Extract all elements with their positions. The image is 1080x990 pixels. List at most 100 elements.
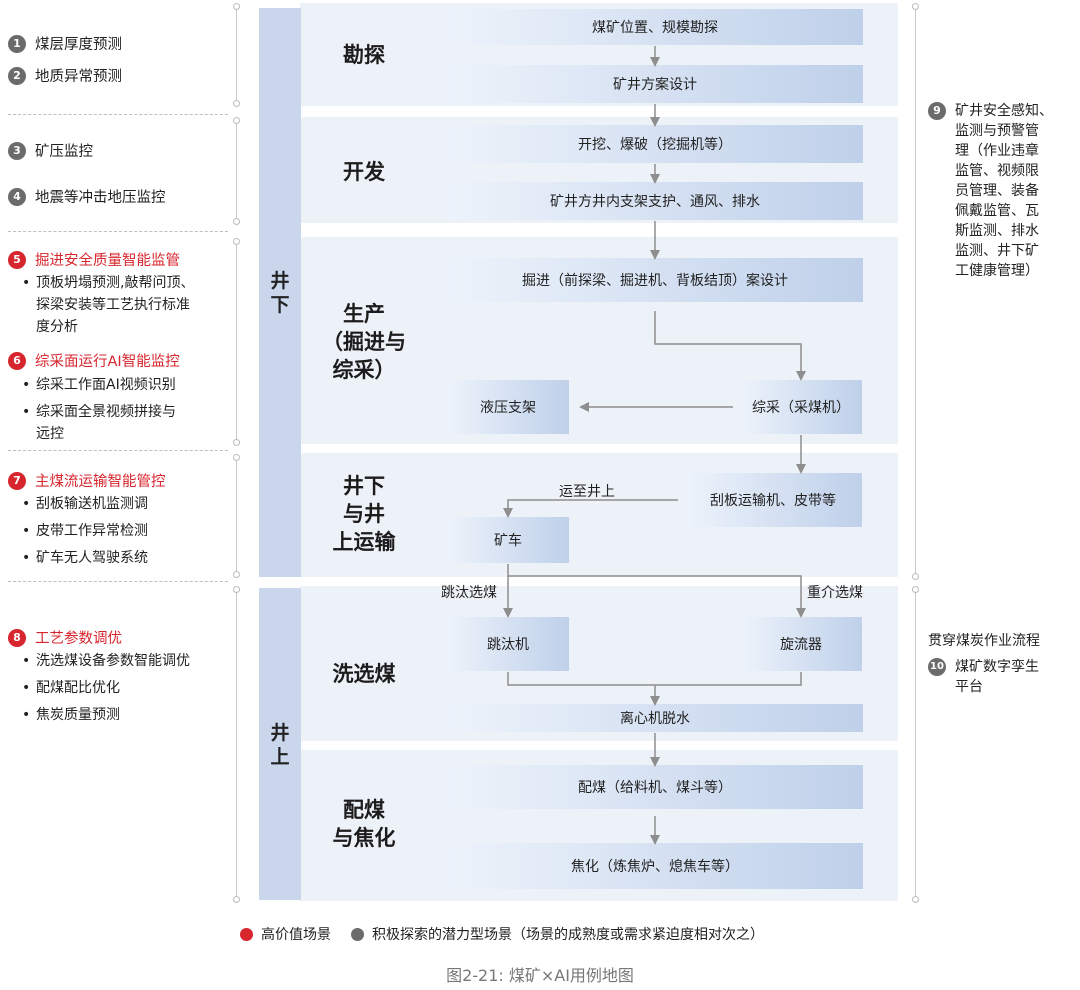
bullet-line: 探梁安装等工艺执行标准 <box>36 297 190 313</box>
bullet-item: 焦炭质量预测 <box>22 704 120 726</box>
separator <box>8 450 228 451</box>
scenario-6: 6 综采面运行AI智能监控 <box>8 350 180 371</box>
scenario-label: 地震等冲击地压监控 <box>35 190 166 206</box>
underground-label-char: 井 <box>270 270 290 292</box>
number-badge: 1 <box>8 34 26 53</box>
bracket-line <box>236 589 237 899</box>
legend-high-value: 高价值场景 <box>261 927 331 943</box>
text-line: 监测、井下矿 <box>955 243 1039 259</box>
bullet-item: 刮板输送机监测调 <box>22 493 148 515</box>
bullet-line: 矿车无人驾驶系统 <box>36 550 148 566</box>
text-line: 理（作业违章 <box>955 143 1039 159</box>
figure-caption: 图2-21: 煤矿×AI用例地图 <box>446 966 634 985</box>
bracket-dot <box>233 586 240 593</box>
scenario-text: 矿井安全感知、 监测与预警管 理（作业违章 监管、视频限 员管理、装备 佩戴监管… <box>955 101 1053 281</box>
text-line: 监管、视频限 <box>955 163 1039 179</box>
process-box-scraper: 刮板运输机、皮带等 <box>684 473 862 527</box>
bracket-dot <box>233 218 240 225</box>
scenario-10: 10 煤矿数字孪生 平台 <box>928 657 1039 697</box>
text-line: 斯监测、排水 <box>955 223 1039 239</box>
surface-column-bar <box>259 588 301 900</box>
process-box-cyclone: 旋流器 <box>740 617 862 671</box>
bracket-dot <box>233 454 240 461</box>
through-process-label: 贯穿煤炭作业流程 <box>928 633 1040 649</box>
bullet-item: 顶板坍塌预测,敲帮问顶、 探梁安装等工艺执行标准 度分析 <box>22 272 194 338</box>
process-box-hydraulic-support: 液压支架 <box>447 380 569 434</box>
process-box-blending: 配煤（给料机、煤斗等） <box>447 765 863 809</box>
legend-potential: 积极探索的潜力型场景（场景的成熟度或需求紧迫度相对次之） <box>372 927 764 943</box>
scenario-1: 1 煤层厚度预测 <box>8 33 122 54</box>
scenario-2: 2 地质异常预测 <box>8 65 122 86</box>
bracket-line <box>236 457 237 574</box>
bracket-dot <box>233 238 240 245</box>
text-line: 平台 <box>955 679 983 695</box>
text-line: 矿井安全感知、 <box>955 103 1053 119</box>
bracket-dot <box>912 896 919 903</box>
bullet-line: 远控 <box>36 426 64 442</box>
bullet-line: 配煤配比优化 <box>36 680 120 696</box>
scenario-label: 矿压监控 <box>35 144 93 160</box>
scenario-8: 8 工艺参数调优 <box>8 627 122 648</box>
arrow-connector <box>507 564 806 618</box>
number-badge: 9 <box>928 102 946 120</box>
scenario-label: 综采面运行AI智能监控 <box>35 354 180 370</box>
process-box-support: 矿井方井内支架支护、通风、排水 <box>447 182 863 220</box>
bullet-line: 综采工作面AI视频识别 <box>36 377 176 393</box>
bullet-item: 矿车无人驾驶系统 <box>22 547 148 569</box>
scenario-label: 地质异常预测 <box>35 69 122 85</box>
scenario-label: 工艺参数调优 <box>35 631 122 647</box>
bracket-line <box>236 241 237 442</box>
scenario-label: 掘进安全质量智能监管 <box>35 253 180 269</box>
legend-red-dot <box>240 927 253 941</box>
bracket-dot <box>233 3 240 10</box>
stage-title-produce: 生产 （掘进与 综采） <box>312 300 416 384</box>
number-badge: 5 <box>8 250 26 269</box>
bracket-dot <box>233 117 240 124</box>
text-line: 佩戴监管、瓦 <box>955 203 1039 219</box>
bullet-line: 焦炭质量预测 <box>36 707 120 723</box>
bullet-line: 度分析 <box>36 319 78 335</box>
bracket-dot <box>912 3 919 10</box>
stage-title-line: 上运输 <box>332 530 396 554</box>
stage-title-develop: 开发 <box>343 160 385 184</box>
scenario-3: 3 矿压监控 <box>8 140 93 161</box>
surface-label-char: 井 <box>270 722 290 744</box>
underground-label: 井 下 <box>259 269 301 317</box>
legend: 高价值场景 积极探索的潜力型场景（场景的成熟度或需求紧迫度相对次之） <box>240 924 764 944</box>
bullet-item: 综采工作面AI视频识别 <box>22 374 176 396</box>
process-box-mine-car: 矿车 <box>447 517 569 563</box>
number-badge: 3 <box>8 141 26 160</box>
bullet-line: 皮带工作异常检测 <box>36 523 148 539</box>
bullet-item: 洗选煤设备参数智能调优 <box>22 650 190 672</box>
text-line: 员管理、装备 <box>955 183 1039 199</box>
bracket-dot <box>233 100 240 107</box>
surface-label-char: 上 <box>270 746 290 768</box>
connector-label-to-surface: 运至井上 <box>559 484 615 500</box>
stage-title-transport: 井下 与井 上运输 <box>312 472 416 556</box>
process-box-mine-survey: 煤矿位置、规模勘探 <box>447 9 863 45</box>
number-badge: 4 <box>8 187 26 206</box>
bracket-line <box>236 120 237 221</box>
separator <box>8 114 228 115</box>
scenario-7: 7 主煤流运输智能管控 <box>8 470 166 491</box>
text-line: 监测与预警管 <box>955 123 1039 139</box>
bullet-line: 洗选煤设备参数智能调优 <box>36 653 190 669</box>
bracket-line <box>236 6 237 104</box>
number-badge: 7 <box>8 471 26 490</box>
process-box-centrifuge: 离心机脱水 <box>447 704 863 732</box>
stage-title-line: 井下 <box>343 474 385 498</box>
stage-title-line: 配煤 <box>343 798 385 822</box>
text-line: 工健康管理） <box>955 263 1039 279</box>
process-box-excavation: 开挖、爆破（挖掘机等） <box>447 125 863 163</box>
number-badge: 8 <box>8 628 26 647</box>
scenario-9: 9 矿井安全感知、 监测与预警管 理（作业违章 监管、视频限 员管理、装备 佩戴… <box>928 101 1053 281</box>
connector-line <box>507 672 802 686</box>
bracket-dot <box>233 571 240 578</box>
separator <box>8 231 228 232</box>
stage-title-line: 生产 <box>343 302 385 326</box>
bracket-dot <box>912 586 919 593</box>
stage-title-line: 与焦化 <box>332 826 396 850</box>
bracket-dot <box>912 573 919 580</box>
stage-title-wash: 洗选煤 <box>332 662 396 686</box>
